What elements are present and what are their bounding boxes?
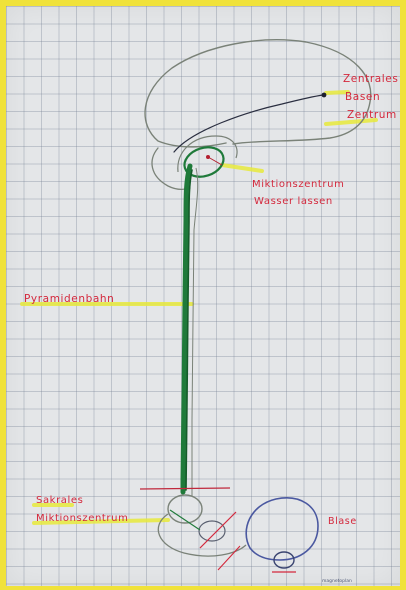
label-wasser-lassen: Wasser lassen [254, 196, 333, 207]
label-miktionszentrum: Miktionszentrum [252, 179, 344, 190]
spinal-level-mark [140, 488, 230, 489]
label-pyramidenbahn: Pyramidenbahn [24, 293, 114, 305]
label-sakral-miktionszentrum: Miktionszentrum [36, 513, 128, 524]
label-sakrales: Sakrales [36, 495, 83, 506]
sacral-center-ellipse [168, 495, 202, 523]
highlighter-marks [22, 92, 376, 523]
label-basen: Basen [345, 91, 380, 103]
micturition-leader [208, 157, 222, 165]
red-cross-line-b [218, 546, 240, 570]
red-cross-line-a [200, 512, 236, 548]
label-zentrum: Zentrum [347, 109, 397, 121]
label-blase: Blase [328, 516, 357, 527]
paper-brand-text: magnetoplan [322, 578, 352, 584]
spinal-cord-outline [192, 168, 198, 496]
highlight-miktion [222, 165, 262, 171]
sacral-ganglion [199, 521, 225, 541]
sacral-nerve-curve [158, 514, 246, 556]
bladder-outline [246, 498, 318, 560]
label-zentrales: Zentrales [343, 73, 398, 85]
basal-center-dot [322, 93, 327, 98]
brain-inner-line [174, 95, 323, 152]
